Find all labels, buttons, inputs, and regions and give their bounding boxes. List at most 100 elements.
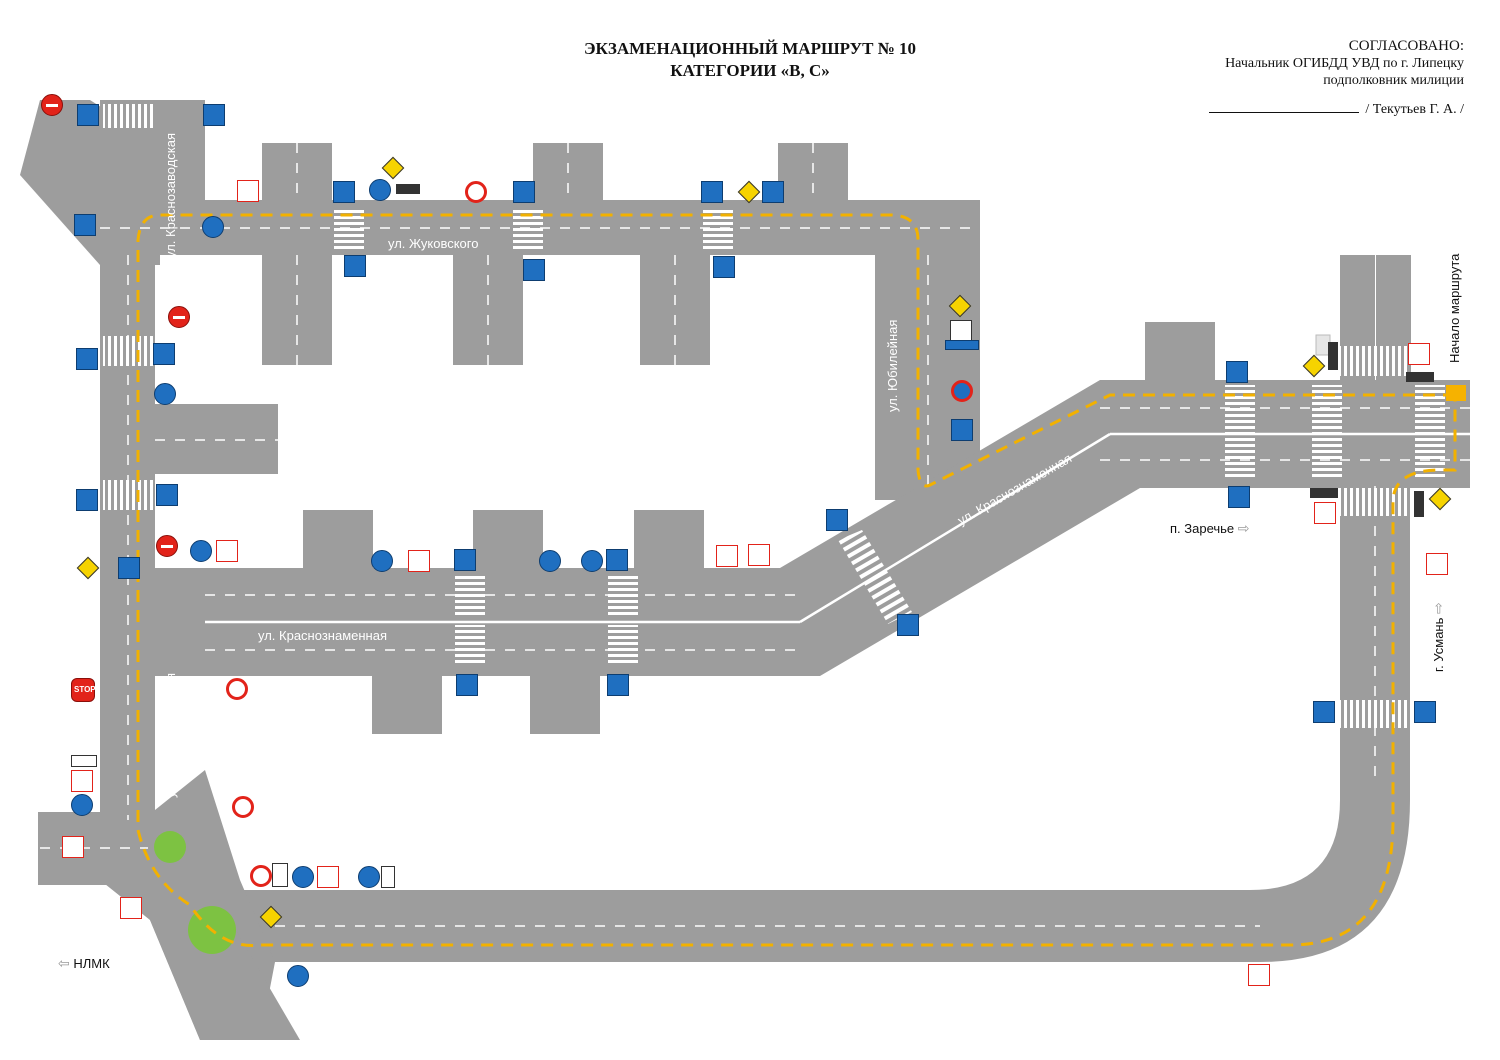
map-title: ЭКЗАМЕНАЦИОННЫЙ МАРШРУТ № 10 КАТЕГОРИИ «… [470, 38, 1030, 82]
pedestrian-crossing-icon [1228, 486, 1250, 508]
turn-left-icon [369, 179, 391, 201]
crosswalks [103, 104, 1445, 728]
no-entry-icon [156, 535, 178, 557]
road-narrows-icon [118, 557, 140, 579]
give-way-icon [216, 540, 238, 562]
street-label-yubileynaya: ул. Юбилейная [885, 319, 900, 412]
children-icon [748, 544, 770, 566]
pedestrian-crossing-icon [156, 484, 178, 506]
roundabout-icon [71, 794, 93, 816]
road-zarechye-north-1 [1145, 322, 1215, 382]
direction-usman: г. Усмань ⇨ [1430, 602, 1447, 672]
road-south-stub-2 [453, 255, 523, 365]
route-start-label: Начало маршрута [1447, 253, 1462, 363]
one-way-icon [358, 866, 380, 888]
road-kz-south-2 [530, 674, 600, 734]
pedestrian-crossing-icon [1226, 361, 1248, 383]
pedestrian-crossing-icon [523, 259, 545, 281]
road-narrows-icon [272, 863, 288, 887]
road-kz-north-3 [634, 510, 704, 570]
pedestrian-crossing-icon [897, 614, 919, 636]
pedestrian-crossing-icon [203, 104, 225, 126]
pedestrian-crossing-icon [76, 348, 98, 370]
no-trucks-icon [226, 678, 248, 700]
signature-row: / Текутьев Г. А. / [1209, 102, 1464, 118]
one-way-icon [951, 419, 973, 441]
give-way-icon [1314, 502, 1336, 524]
stop-sign-label: STOP [74, 685, 96, 694]
traffic-light-icon [396, 184, 420, 194]
street-label-krasnozavodskaya-top: ул. Краснозаводская [163, 132, 178, 258]
pedestrian-crossing-icon [701, 181, 723, 203]
pedestrian-crossing-icon [153, 343, 175, 365]
pedestrian-crossing-icon [344, 255, 366, 277]
no-entry-icon [41, 94, 63, 116]
direction-zarechye-label: п. Заречье [1170, 521, 1235, 536]
no-left-turn-icon [465, 181, 487, 203]
road-narrows-icon [1426, 553, 1448, 575]
roundabout-small [154, 831, 186, 863]
roundabout-icon [292, 866, 314, 888]
diagonal-crosswalk [838, 530, 912, 624]
approval-block: СОГЛАСОВАНО: Начальник ОГИБДД УВД по г. … [1225, 38, 1464, 89]
arrow-right-icon: ⇨ [1430, 602, 1446, 614]
street-label-zhukovskogo: ул. Жуковского [388, 236, 479, 251]
street-label-krasnoznamennaya: ул. Краснознаменная [258, 628, 387, 643]
pedestrian-crossing-icon [456, 674, 478, 696]
pedestrian-crossing-icon [607, 674, 629, 696]
title-line-2: КАТЕГОРИИ «В, С» [670, 61, 830, 80]
road-narrows-icon [716, 545, 738, 567]
road-south-stub-3 [640, 255, 710, 365]
road-side-street [155, 404, 278, 474]
children-icon [408, 550, 430, 572]
pedestrian-crossing-icon [77, 104, 99, 126]
road-kz-south-1 [372, 674, 442, 734]
title-line-1: ЭКЗАМЕНАЦИОННЫЙ МАРШРУТ № 10 [583, 39, 916, 58]
road-markings [40, 143, 1470, 927]
approval-rank: подполковник милиции [1323, 73, 1464, 88]
no-trucks-icon [381, 866, 395, 888]
one-way-icon [74, 214, 96, 236]
pedestrian-crossing-icon [1313, 701, 1335, 723]
direction-nlmk-label: НЛМК [73, 956, 110, 971]
road-narrows-icon [950, 320, 972, 342]
no-stopping-icon [951, 380, 973, 402]
road-kz-north-1 [303, 510, 373, 570]
traffic-light-icon [1414, 491, 1424, 517]
road-west-stub [38, 812, 148, 885]
stop-icon: STOP [71, 678, 96, 702]
traffic-light-icon [1328, 342, 1338, 370]
road-sw-exit [150, 920, 300, 1040]
one-way-icon [945, 340, 979, 350]
arrow-left-icon: ⇦ [58, 955, 70, 971]
road-krasnoznamennaya-diagonal [780, 380, 1470, 676]
traffic-light-icon [1310, 488, 1338, 498]
no-trucks-icon [250, 865, 272, 887]
pedestrian-crossing-icon [454, 549, 476, 571]
pedestrian-crossing-icon [826, 509, 848, 531]
turn-left-icon [190, 540, 212, 562]
street-label-krasnozavodskaya-bottom: ул. Краснозаводская [163, 672, 178, 798]
give-way-icon [1408, 343, 1430, 365]
turn-left-icon [539, 550, 561, 572]
road-bottom-curve [235, 780, 1410, 962]
road-kz-north-2 [473, 510, 543, 570]
road-network [20, 100, 1470, 1040]
pedestrian-crossing-icon [513, 181, 535, 203]
turn-left-icon [371, 550, 393, 572]
pedestrian-crossing-icon [713, 256, 735, 278]
children-icon [120, 897, 142, 919]
direction-usman-label: г. Усмань [1431, 617, 1446, 672]
pedestrian-crossing-icon [1414, 701, 1436, 723]
route-start-marker [1446, 385, 1466, 401]
approval-position: Начальник ОГИБДД УВД по г. Липецку [1225, 56, 1464, 71]
pedestrian-crossing-icon [606, 549, 628, 571]
no-entry-icon [168, 306, 190, 328]
turn-left-icon [71, 755, 97, 767]
give-way-icon [71, 770, 93, 792]
signature-line [1209, 112, 1360, 113]
pedestrian-crossing-icon [76, 489, 98, 511]
arrow-right-icon: ⇨ [1237, 520, 1250, 536]
solid-markings [205, 432, 1470, 624]
